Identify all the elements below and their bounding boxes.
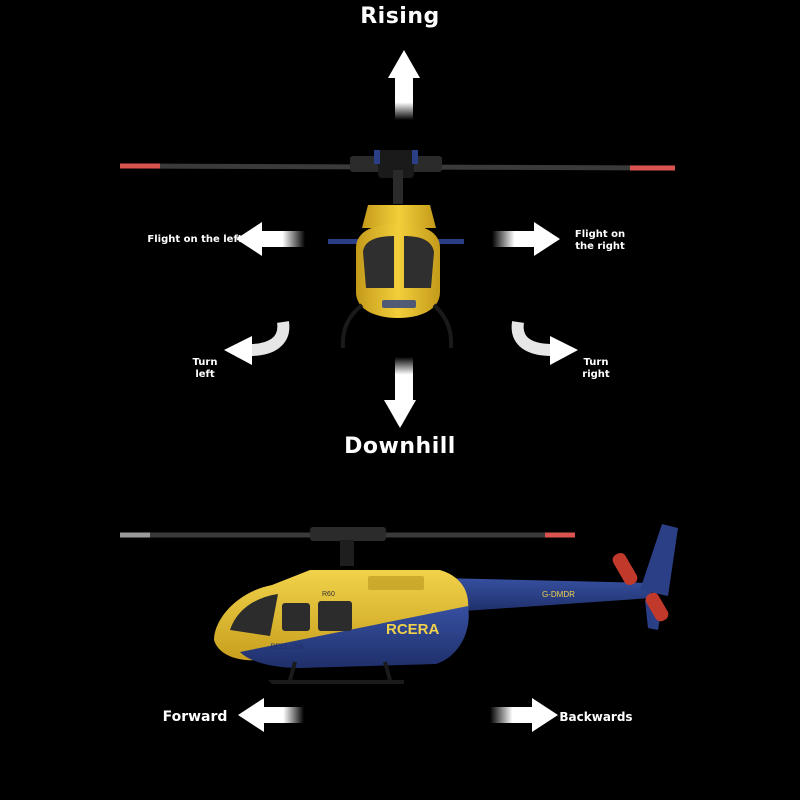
model-badge-text: BELL-206 xyxy=(270,642,303,651)
turn-left-arrow-icon xyxy=(224,321,290,365)
label-flight-right: Flight on the right xyxy=(574,229,626,252)
arrow-right-icon xyxy=(492,222,560,256)
label-turn-right: Turn right xyxy=(582,357,610,380)
label-backwards: Backwards xyxy=(559,710,633,724)
registration-text: G-DMDR xyxy=(542,590,575,599)
turn-right-arrow-icon xyxy=(511,321,578,365)
arrow-left-icon xyxy=(236,222,305,256)
label-downhill: Downhill xyxy=(344,434,456,459)
label-turn-left: Turn left xyxy=(192,357,218,380)
label-flight-left: Flight on the left xyxy=(147,234,243,245)
arrow-down-icon xyxy=(384,357,416,428)
helicopter-front-view xyxy=(119,150,676,349)
label-rising: Rising xyxy=(360,4,440,29)
label-forward: Forward xyxy=(162,709,228,725)
brand-text: RCERA xyxy=(386,621,440,638)
arrow-up-icon xyxy=(388,50,420,120)
arrow-forward-icon xyxy=(238,698,304,732)
helicopter-side-view: RCERA BELL-206 G-DMDR R60 xyxy=(120,524,678,684)
arrow-backwards-icon xyxy=(490,698,558,732)
series-mark-text: R60 xyxy=(322,591,335,598)
